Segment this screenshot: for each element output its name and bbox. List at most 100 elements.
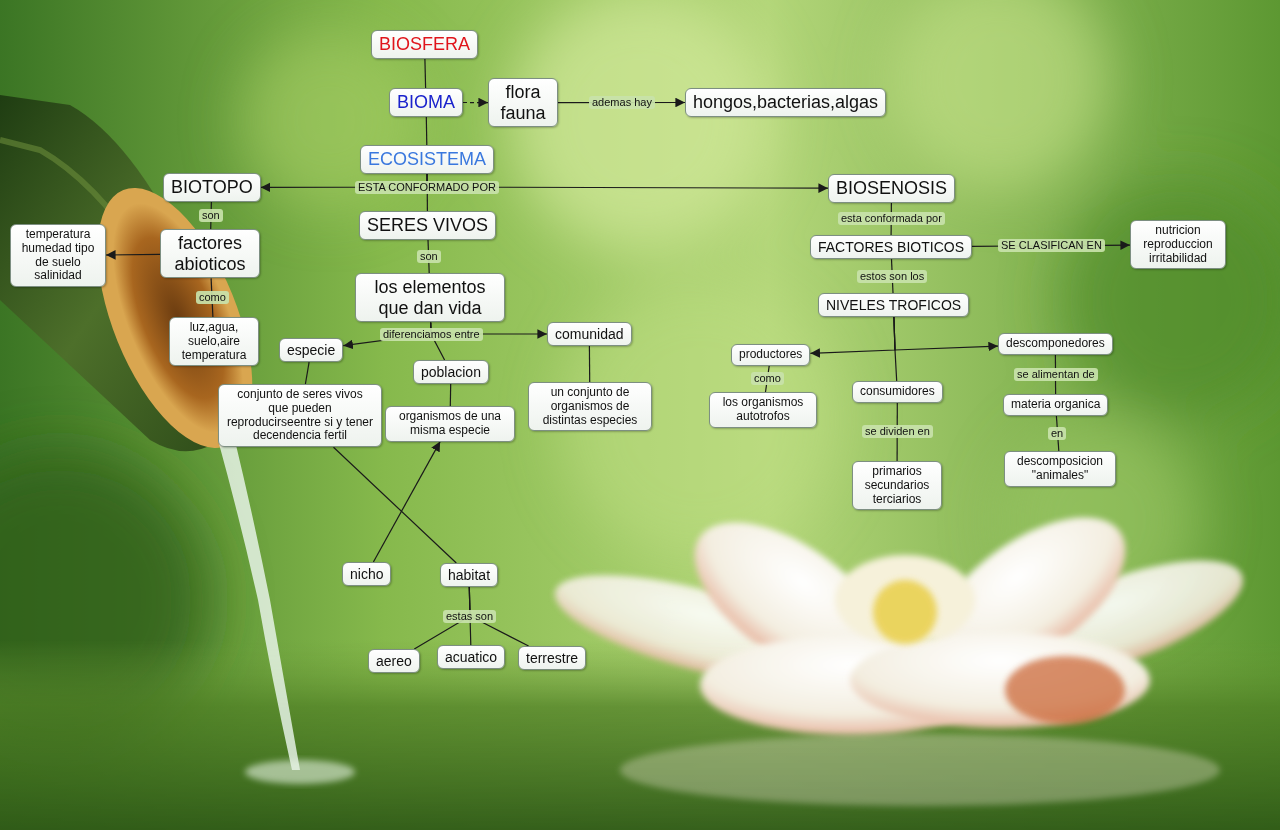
bokeh-lights-part bbox=[890, 0, 1110, 190]
concept-box: hongos,bacterias,algas bbox=[685, 88, 886, 117]
connector-line bbox=[106, 254, 160, 256]
concept-box: BIOSENOSIS bbox=[828, 174, 955, 203]
concept-text: temperatura humedad tipo de suelo salini… bbox=[18, 228, 98, 283]
concept-text: nicho bbox=[350, 566, 383, 582]
concept-text: BIOTOPO bbox=[171, 177, 253, 198]
linking-phrase: se dividen en bbox=[862, 425, 933, 438]
concept-box: acuatico bbox=[437, 645, 505, 669]
concept-text: primarios secundarios terciarios bbox=[860, 465, 934, 506]
concept-box: aereo bbox=[368, 649, 420, 673]
concept-text: los elementos que dan vida bbox=[363, 277, 497, 318]
lotus-flower-part bbox=[1005, 656, 1125, 724]
bokeh-lights bbox=[0, 0, 1280, 750]
linking-phrase: como bbox=[196, 291, 229, 304]
concept-text: descomponedores bbox=[1006, 337, 1105, 351]
concept-text: SERES VIVOS bbox=[367, 215, 488, 236]
concept-box: organismos de una misma especie bbox=[385, 406, 515, 442]
concept-text: BIOSFERA bbox=[379, 34, 470, 55]
concept-text: poblacion bbox=[421, 364, 481, 380]
linking-phrase: se alimentan de bbox=[1014, 368, 1098, 381]
water-stream-part bbox=[218, 440, 300, 770]
concept-text: los organismos autotrofos bbox=[717, 396, 809, 424]
connector-line bbox=[450, 384, 452, 406]
connector-line bbox=[424, 59, 426, 88]
linking-phrase: SE CLASIFICAN EN bbox=[998, 239, 1105, 252]
concept-text: comunidad bbox=[555, 326, 624, 342]
concept-text: consumidores bbox=[860, 385, 935, 399]
concept-box: flora fauna bbox=[488, 78, 558, 127]
connector-line bbox=[894, 317, 998, 350]
linking-phrase: diferenciamos entre bbox=[380, 328, 483, 341]
concept-box: NIVELES TROFICOS bbox=[818, 293, 969, 317]
concept-box: especie bbox=[279, 338, 343, 362]
concept-box: terrestre bbox=[518, 646, 586, 670]
linking-phrase: en bbox=[1048, 427, 1066, 440]
concept-box: ECOSISTEMA bbox=[360, 145, 494, 174]
concept-box: materia organica bbox=[1003, 394, 1108, 416]
concept-text: materia organica bbox=[1011, 398, 1100, 412]
concept-text: productores bbox=[739, 348, 802, 362]
concept-text: un conjunto de organismos de distintas e… bbox=[536, 386, 644, 427]
concept-text: especie bbox=[287, 342, 335, 358]
concept-text: NIVELES TROFICOS bbox=[826, 297, 961, 313]
water-stream-part bbox=[245, 760, 355, 784]
concept-box: los organismos autotrofos bbox=[709, 392, 817, 428]
connector-line bbox=[334, 447, 457, 563]
connector-line bbox=[894, 317, 897, 381]
water-surface bbox=[0, 640, 1280, 830]
lotus-flower-part bbox=[873, 580, 937, 644]
linking-phrase: ESTA CONFORMADO POR bbox=[355, 181, 499, 194]
concept-text: BIOSENOSIS bbox=[836, 178, 947, 199]
connector-line bbox=[305, 362, 309, 384]
concept-box: temperatura humedad tipo de suelo salini… bbox=[10, 224, 106, 287]
connector-line bbox=[810, 317, 895, 353]
concept-box: primarios secundarios terciarios bbox=[852, 461, 942, 510]
concept-box: consumidores bbox=[852, 381, 943, 403]
concept-text: factores abioticos bbox=[168, 233, 252, 274]
concept-box: descomposicion "animales" bbox=[1004, 451, 1116, 487]
concept-text: terrestre bbox=[526, 650, 578, 666]
linking-phrase: esta conformada por bbox=[838, 212, 945, 225]
concept-box: productores bbox=[731, 344, 810, 366]
concept-box: factores abioticos bbox=[160, 229, 260, 278]
concept-text: aereo bbox=[376, 653, 412, 669]
concept-box: poblacion bbox=[413, 360, 489, 384]
linking-phrase: como bbox=[751, 372, 784, 385]
linking-phrase: son bbox=[199, 209, 223, 222]
lotus-flower-part bbox=[620, 734, 1220, 806]
concept-box: BIOMA bbox=[389, 88, 463, 117]
concept-box: nicho bbox=[342, 562, 391, 586]
lotus-flower bbox=[545, 487, 1257, 806]
concept-text: luz,agua, suelo,aire temperatura bbox=[177, 321, 251, 362]
concept-box: descomponedores bbox=[998, 333, 1113, 355]
connector-line bbox=[426, 117, 428, 145]
concept-box: SERES VIVOS bbox=[359, 211, 496, 240]
concept-box: BIOSFERA bbox=[371, 30, 478, 59]
concept-text: habitat bbox=[448, 567, 490, 583]
bokeh-lights-part bbox=[1060, 180, 1280, 420]
concept-box: un conjunto de organismos de distintas e… bbox=[528, 382, 652, 431]
concept-box: comunidad bbox=[547, 322, 632, 346]
concept-box: FACTORES BIOTICOS bbox=[810, 235, 972, 259]
concept-text: conjunto de seres vivos que pueden repro… bbox=[226, 388, 374, 443]
concept-text: ECOSISTEMA bbox=[368, 149, 486, 170]
concept-text: descomposicion "animales" bbox=[1012, 455, 1108, 483]
concept-text: FACTORES BIOTICOS bbox=[818, 239, 964, 255]
concept-box: BIOTOPO bbox=[163, 173, 261, 202]
connector-line bbox=[589, 346, 590, 382]
water-stream bbox=[218, 440, 355, 784]
concept-text: hongos,bacterias,algas bbox=[693, 92, 878, 113]
concept-box: conjunto de seres vivos que pueden repro… bbox=[218, 384, 382, 447]
linking-phrase: ademas hay bbox=[589, 96, 655, 109]
connector-line bbox=[373, 442, 440, 562]
linking-phrase: son bbox=[417, 250, 441, 263]
concept-text: organismos de una misma especie bbox=[393, 410, 507, 438]
concept-box: los elementos que dan vida bbox=[355, 273, 505, 322]
lotus-flower-part bbox=[850, 632, 1150, 728]
linking-phrase: estas son bbox=[443, 610, 496, 623]
concept-text: acuatico bbox=[445, 649, 497, 665]
lotus-flower-part bbox=[835, 555, 975, 645]
concept-box: nutricion reproduccion irritabilidad bbox=[1130, 220, 1226, 269]
